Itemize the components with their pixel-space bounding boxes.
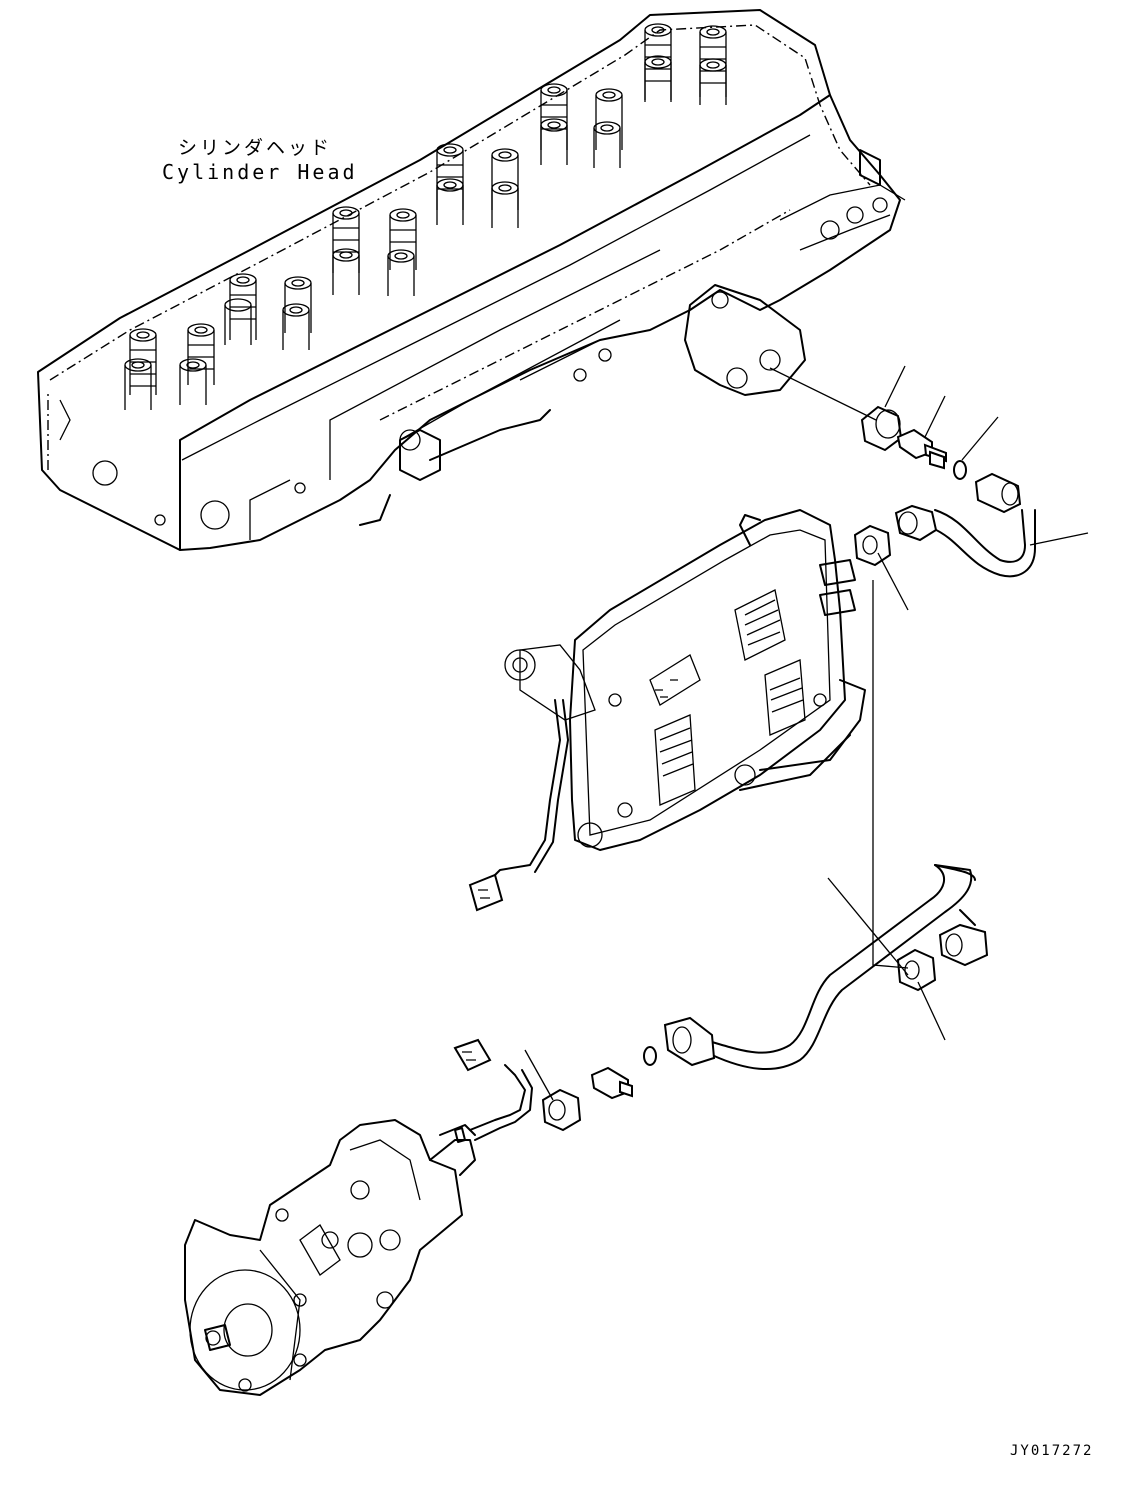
nut-upper — [853, 524, 892, 567]
o-ring — [953, 460, 967, 480]
adapter-fitting — [896, 428, 947, 470]
nut-lower — [896, 948, 937, 992]
nut-pump — [541, 1088, 582, 1132]
leader-lines — [524, 365, 1089, 1101]
component-label-en: Cylinder Head — [162, 160, 358, 184]
component-label-jp: シリンダヘッド — [178, 137, 333, 159]
fuel-pump — [184, 1038, 533, 1396]
upper-tube — [894, 472, 1036, 578]
o-ring-lower — [643, 1046, 657, 1066]
lower-tube — [663, 864, 989, 1071]
sleeve — [860, 405, 903, 452]
cylinder-head — [37, 9, 906, 551]
fitting-lower — [590, 1066, 633, 1100]
engine-controller — [468, 509, 866, 912]
drawing-code: JY017272 — [1010, 1443, 1094, 1459]
